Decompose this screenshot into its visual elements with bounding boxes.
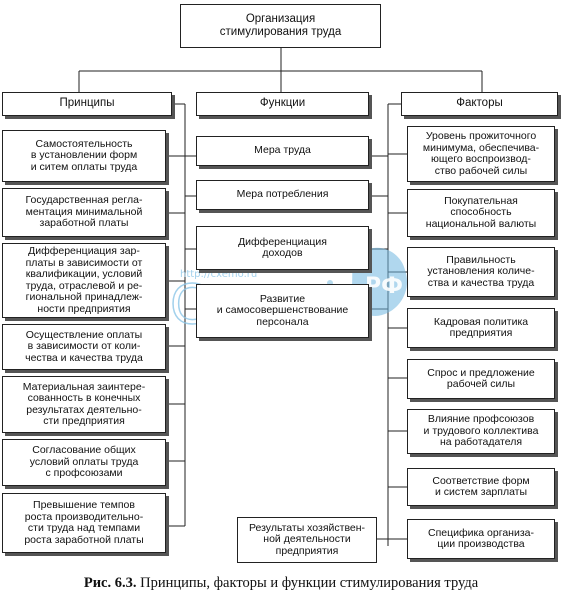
factor-box-1: Уровень прожиточного минимума, обеспечив… bbox=[407, 126, 555, 182]
principle-box-6: Согласование общих условий оплаты труда … bbox=[2, 439, 166, 486]
principle-text: Самостоятельность в установлении форм и … bbox=[30, 137, 138, 173]
principles-header: Принципы bbox=[2, 92, 172, 116]
principle-text: Государственная регла- ментация минималь… bbox=[25, 194, 143, 230]
principle-box-3: Дифференциация зар- платы в зависимости … bbox=[2, 243, 166, 318]
factor-text: Покупательная способность национальной в… bbox=[425, 194, 537, 230]
principle-box-5: Материальная заинтере- сованность в коне… bbox=[2, 376, 166, 433]
factor-box-2: Покупательная способность национальной в… bbox=[407, 189, 555, 237]
functions-header: Функции bbox=[196, 92, 369, 116]
function-text: Дифференциация доходов bbox=[238, 235, 327, 259]
principle-text: Превышение темпов роста производительно-… bbox=[24, 499, 144, 546]
function-box-2: Мера потребления bbox=[196, 180, 369, 210]
principle-box-2: Государственная регла- ментация минималь… bbox=[2, 188, 166, 237]
factor-text: Кадровая политика предприятия bbox=[433, 315, 529, 339]
figure-caption: Рис. 6.3. Принципы, факторы и функции ст… bbox=[0, 575, 562, 592]
functions-header-label: Функции bbox=[259, 97, 306, 110]
function-text: Развитие и самосовершенствование персона… bbox=[216, 292, 349, 328]
function-text: Мера потребления bbox=[236, 188, 329, 201]
factors-header: Факторы bbox=[401, 92, 558, 116]
root-title: Организация стимулирования труда bbox=[219, 13, 342, 38]
function-result-text: Результаты хозяйствен- ной деятельности … bbox=[248, 521, 366, 557]
factor-box-6: Влияние профсоюзов и трудового коллектив… bbox=[407, 409, 555, 454]
factor-text: Соответствие форм и систем зарплаты bbox=[432, 474, 530, 498]
factors-header-label: Факторы bbox=[456, 97, 503, 110]
function-box-4: Развитие и самосовершенствование персона… bbox=[196, 284, 369, 338]
principles-header-label: Принципы bbox=[59, 97, 115, 110]
factor-text: Спрос и предложение рабочей силы bbox=[427, 366, 535, 390]
function-result-box: Результаты хозяйствен- ной деятельности … bbox=[237, 517, 377, 563]
function-text: Мера труда bbox=[254, 144, 311, 157]
factor-box-3: Правильность установления количе- ства и… bbox=[407, 247, 555, 297]
principle-text: Дифференциация зар- платы в зависимости … bbox=[25, 245, 143, 315]
principle-text: Материальная заинтере- сованность в коне… bbox=[22, 380, 146, 427]
principle-text: Согласование общих условий оплаты труда … bbox=[29, 444, 139, 480]
principle-box-4: Осуществление оплаты в зависимости от ко… bbox=[2, 324, 166, 370]
factor-text: Специфика организа- ции производства bbox=[427, 526, 534, 550]
factor-box-7: Соответствие форм и систем зарплаты bbox=[407, 468, 555, 506]
function-box-3: Дифференциация доходов bbox=[196, 226, 369, 270]
factor-text: Правильность установления количе- ства и… bbox=[427, 253, 535, 289]
factor-text: Уровень прожиточного минимума, обеспечив… bbox=[422, 130, 540, 177]
principle-box-7: Превышение темпов роста производительно-… bbox=[2, 493, 166, 553]
principle-box-1: Самостоятельность в установлении форм и … bbox=[2, 130, 166, 182]
factor-box-5: Спрос и предложение рабочей силы bbox=[407, 359, 555, 399]
principle-text: Осуществление оплаты в зависимости от ко… bbox=[25, 328, 143, 364]
caption-text: Принципы, факторы и функции стимулирован… bbox=[136, 575, 479, 591]
caption-label: Рис. 6.3. bbox=[83, 575, 137, 591]
factor-text: Влияние профсоюзов и трудового коллектив… bbox=[423, 413, 539, 449]
root-box: Организация стимулирования труда bbox=[180, 4, 381, 48]
factor-box-4: Кадровая политика предприятия bbox=[407, 308, 555, 348]
function-box-1: Мера труда bbox=[196, 136, 369, 166]
factor-box-8: Специфика организа- ции производства bbox=[407, 519, 555, 559]
